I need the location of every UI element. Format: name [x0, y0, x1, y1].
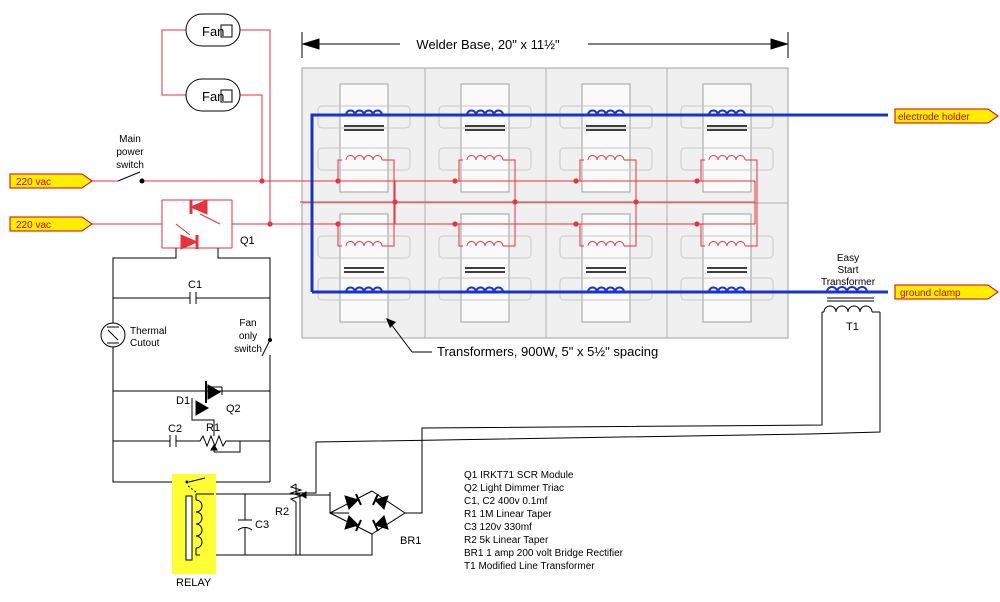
junction-dot [694, 221, 700, 227]
ground-clamp-terminal: ground clamp [894, 284, 999, 300]
easy-start-label-2: Start [837, 265, 858, 276]
fan-only-switch [261, 338, 272, 357]
main-switch-label-1: Main [119, 134, 141, 145]
parts-list-item: T1 Modified Line Transformer [464, 561, 595, 572]
junction-dot [267, 221, 273, 227]
r1-label: R1 [206, 422, 220, 434]
r1-potentiometer [199, 434, 228, 452]
c2-capacitor [169, 435, 177, 447]
svg-text:220 vac: 220 vac [16, 177, 51, 188]
parts-list-item: R1 1M Linear Taper [464, 509, 552, 520]
main-switch-label-3: switch [116, 160, 144, 171]
relay [172, 474, 216, 574]
parts-list-item: C1, C2 400v 0.1mf [464, 496, 548, 507]
fan-switch-label-1: Fan [239, 318, 256, 329]
fan-switch-label-3: switch [234, 344, 262, 355]
junction-dot [633, 199, 639, 205]
input-terminal-1: 220 vac [9, 173, 93, 189]
parts-list-item: BR1 1 amp 200 volt Bridge Rectifier [464, 548, 624, 559]
transformers-label: Transformers, 900W, 5" x 5½" spacing [437, 344, 658, 359]
primary-junctions [259, 178, 700, 227]
easy-start-label-3: Transformer [821, 277, 876, 288]
t1-easy-start-transformer [822, 286, 880, 313]
fan-2-label: Fan [202, 89, 224, 104]
thermal-label-1: Thermal [130, 326, 167, 337]
q1-label: Q1 [240, 235, 255, 247]
transformer [680, 83, 774, 202]
parts-list: Q1 IRKT71 SCR Module Q2 Light Dimmer Tri… [464, 470, 624, 572]
input-terminal-2: 220 vac [9, 216, 93, 232]
main-power-switch [117, 171, 145, 184]
parts-list-item: C3 120v 330mf [464, 522, 532, 533]
d1-label: D1 [176, 395, 190, 407]
transformer [559, 83, 653, 202]
svg-text:ground clamp: ground clamp [900, 288, 961, 299]
c2-label: C2 [168, 423, 182, 435]
fan-switch-label-2: only [239, 331, 257, 342]
junction-dot [259, 178, 265, 184]
transformers-callout [386, 318, 432, 353]
relay-label: RELAY [176, 577, 212, 589]
br1-bridge-rectifier [344, 493, 389, 532]
electrode-holder-terminal: electrode holder [894, 108, 999, 124]
welder-base-label: Welder Base, 20" x 11½" [416, 37, 560, 52]
transformer [680, 202, 774, 323]
r2-potentiometer [289, 483, 310, 503]
t1-label: T1 [846, 321, 859, 333]
fan-2 [185, 78, 241, 112]
transformer [559, 202, 653, 323]
transformer [438, 83, 532, 202]
transformer [317, 202, 411, 323]
q1-scr-module [175, 199, 221, 250]
junction-dot [452, 221, 458, 227]
q2-label: Q2 [226, 403, 241, 415]
parts-list-item: Q1 IRKT71 SCR Module [464, 470, 574, 481]
junction-dot [452, 178, 458, 184]
thermal-cutout [100, 322, 126, 348]
c1-capacitor [189, 292, 197, 304]
thermal-label-2: Cutout [130, 338, 160, 349]
svg-text:220 vac: 220 vac [16, 220, 51, 231]
c3-label: C3 [255, 519, 269, 531]
parts-list-item: R2 5k Linear Taper [464, 535, 549, 546]
junction-dot [573, 221, 579, 227]
junction-dot [694, 178, 700, 184]
transformer [317, 83, 411, 202]
parts-list-item: Q2 Light Dimmer Triac [464, 483, 564, 494]
q2-triac [195, 381, 221, 416]
junction-dot [335, 178, 341, 184]
c1-label: C1 [188, 279, 202, 291]
secondary-wiring [310, 113, 888, 294]
junction-dot [335, 221, 341, 227]
fan-1-label: Fan [202, 24, 224, 39]
transformer-array [317, 83, 774, 323]
junction-dot [392, 199, 398, 205]
svg-text:electrode holder: electrode holder [898, 112, 970, 123]
r2-label: R2 [275, 506, 289, 518]
fan-1 [185, 13, 241, 47]
easy-start-label-1: Easy [837, 253, 859, 264]
junction-dot [512, 199, 518, 205]
c3-capacitor [237, 519, 253, 531]
br1-label: BR1 [400, 535, 421, 547]
main-switch-label-2: power [116, 147, 144, 158]
transformer [438, 202, 532, 323]
base-dimension [301, 32, 789, 58]
junction-dot [573, 178, 579, 184]
